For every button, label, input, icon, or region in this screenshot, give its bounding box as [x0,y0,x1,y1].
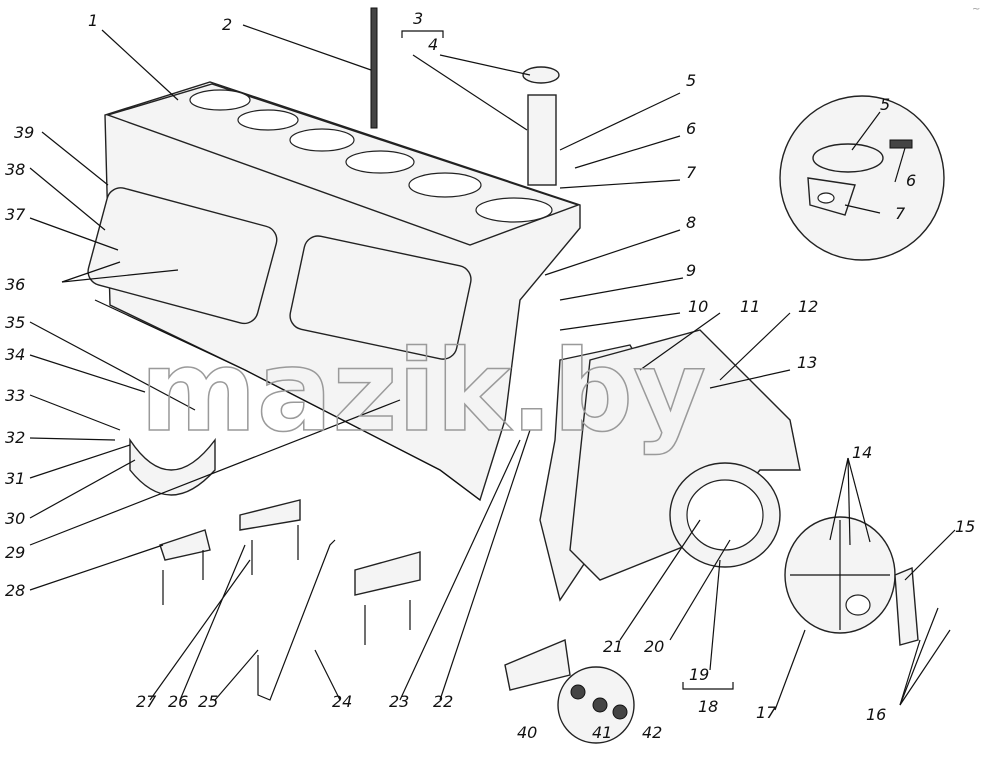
callout-6: 6 [686,119,696,138]
inset-bolt [889,139,913,149]
inset-callout-5: 5 [880,95,890,114]
callout-31: 31 [5,469,25,488]
front-engine-plate [569,329,801,581]
callout-8: 8 [686,213,696,232]
dipstick-rod [370,7,378,129]
timing-cover-seal [845,594,871,616]
callout-14: 14 [852,443,872,462]
block-lower-rail [94,299,481,501]
cylinder-bore-6 [475,197,553,223]
callout-17: 17 [756,703,777,722]
callout-33: 33 [5,386,25,405]
bearing-cap-2 [239,499,301,531]
filler-clamp-inset [779,95,945,261]
callout-30: 30 [5,509,25,528]
watermark: mazik.by [140,327,706,457]
cylinder-bore-5 [408,172,482,198]
callout-28: 28 [5,581,25,600]
bearing-cap-3 [354,551,421,596]
callout-39: 39 [14,123,34,142]
seal-part-41 [592,697,608,713]
callout-2: 2 [222,15,232,34]
cylinder-bore-2 [237,109,299,131]
callout-42: 42 [642,723,662,742]
callout-34: 34 [5,345,25,364]
callout-16: 16 [866,705,886,724]
oil-tube [257,539,336,701]
callout-12: 12 [798,297,818,316]
cylinder-bore-3 [289,128,355,152]
callout-37: 37 [5,205,26,224]
callout-7: 7 [686,163,697,182]
side-cover-front [87,187,278,325]
callout-15: 15 [955,517,975,536]
callout-18: 18 [698,697,718,716]
callout-26: 26 [168,692,188,711]
callout-41: 41 [592,723,612,742]
callout-24: 24 [332,692,352,711]
callout-21: 21 [603,637,623,656]
callout-29: 29 [5,543,25,562]
callout-32: 32 [5,428,25,447]
callout-23: 23 [389,692,409,711]
callout-35: 35 [5,313,25,332]
inset-callout-labels: 5 67 [880,95,916,223]
callout-20: 20 [644,637,664,656]
callout-19: 19 [689,665,709,684]
filler-cap [522,66,560,84]
front-gasket [894,566,919,646]
callout-10: 10 [688,297,708,316]
callout-40: 40 [517,723,537,742]
callout-5: 5 [686,71,696,90]
seal-part-40 [570,684,586,700]
oil-filler-tube [527,94,557,186]
callout-27: 27 [136,692,157,711]
cylinder-bore-4 [345,150,415,174]
callout-11: 11 [740,297,760,316]
inset-clamp-ring [812,143,884,173]
callout-38: 38 [5,160,25,179]
inset-callout-6: 6 [906,171,916,190]
engine-block-exploded-drawing [29,7,956,744]
side-cover-rear [289,235,472,360]
corner-mark: ~ [972,4,980,15]
callout-36: 36 [5,275,25,294]
leader-lines [29,24,956,711]
callout-1: 1 [88,11,98,30]
callout-25: 25 [198,692,218,711]
callout-4: 4 [428,35,438,54]
seal-part-42 [612,704,628,720]
inset-callout-7: 7 [895,204,906,223]
inset-bracket-hole [817,192,835,204]
callout-22: 22 [433,692,453,711]
cylinder-bore-1 [189,89,251,111]
callout-9: 9 [686,261,696,280]
bearing-cap-rear [504,639,571,691]
block-top-deck [105,83,581,246]
cover-gasket-inner [686,479,764,551]
callout-3: 3 [413,9,423,28]
bearing-cap-1 [159,529,211,561]
callout-13: 13 [797,353,817,372]
